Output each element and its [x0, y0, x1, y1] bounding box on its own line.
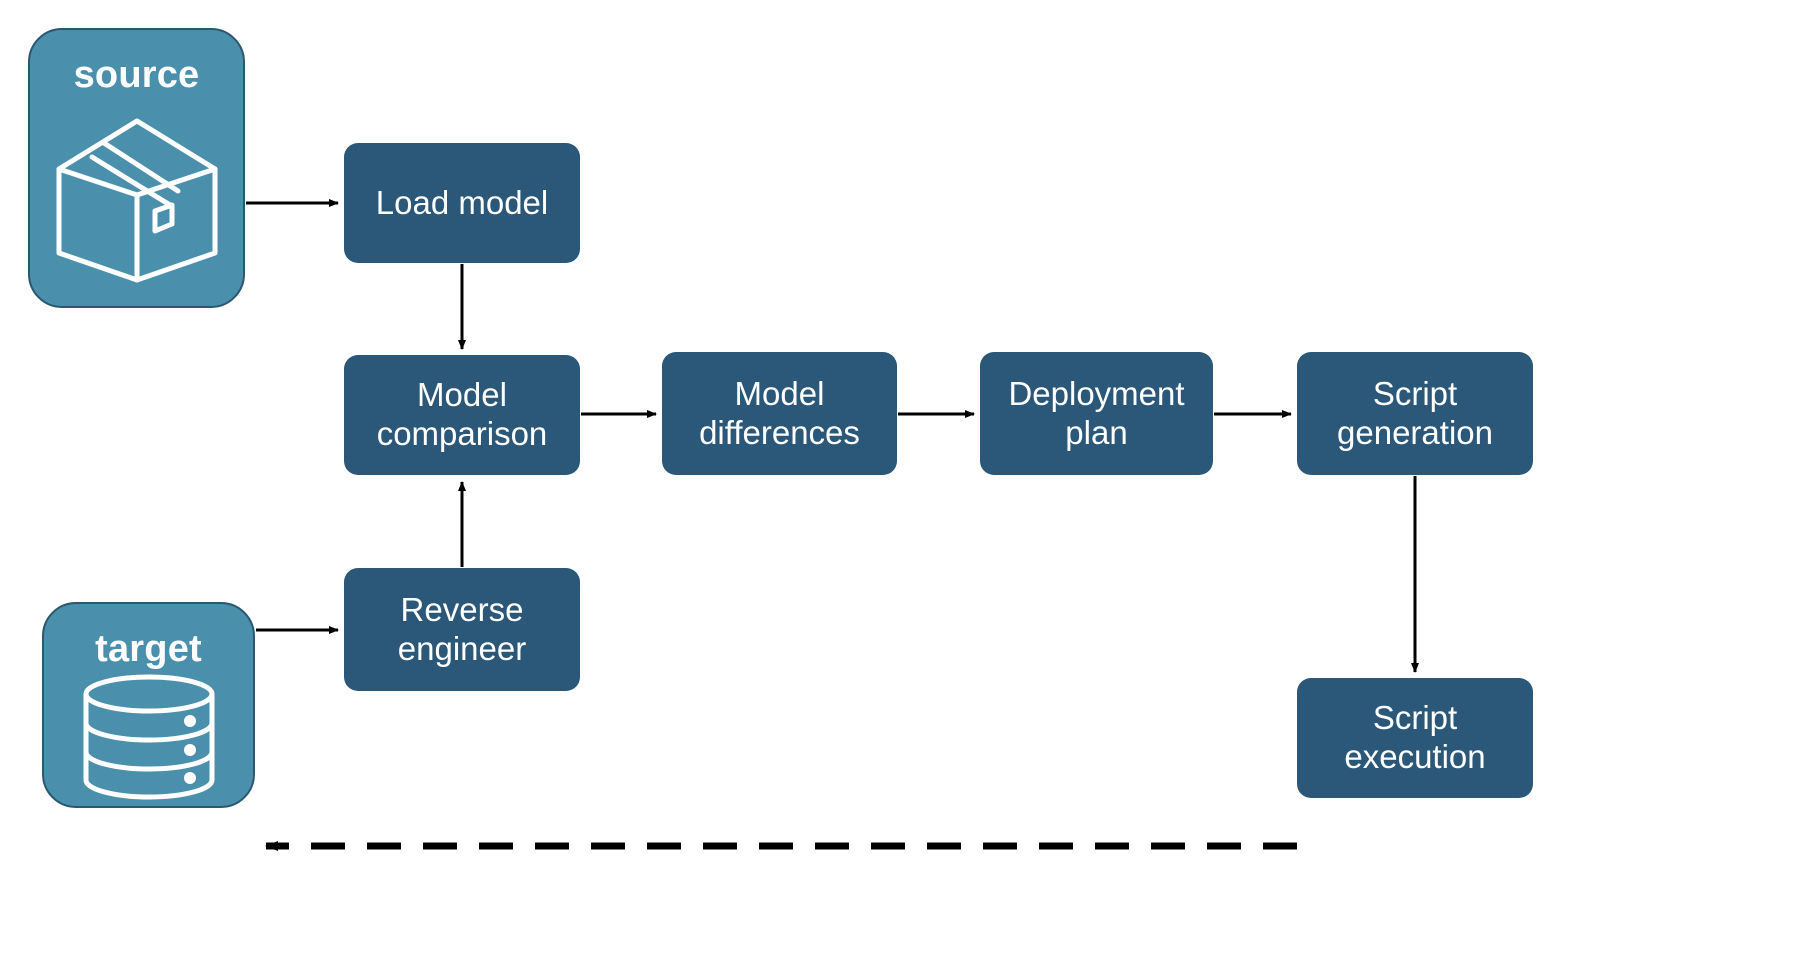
process-node-reverse-engineer[interactable]: Reverse engineer [344, 568, 580, 691]
process-node-model-comparison[interactable]: Model comparison [344, 355, 580, 475]
process-node-label: Script generation [1337, 374, 1493, 451]
process-node-script-execution[interactable]: Script execution [1297, 678, 1533, 798]
endpoint-card-source[interactable]: source [28, 28, 245, 308]
package-box-icon [30, 94, 243, 306]
process-node-deployment-plan[interactable]: Deployment plan [980, 352, 1213, 475]
process-node-label: Script execution [1344, 699, 1486, 775]
process-node-load-model[interactable]: Load model [344, 143, 580, 263]
database-cylinder-icon [44, 668, 253, 806]
endpoint-title-target: target [95, 628, 202, 670]
process-node-script-generation[interactable]: Script generation [1297, 352, 1533, 475]
process-node-label: Deployment plan [1008, 374, 1185, 451]
process-node-label: Reverse engineer [397, 590, 527, 667]
process-node-label: Load model [375, 183, 549, 221]
process-node-label: Model comparison [376, 376, 548, 452]
endpoint-title-source: source [73, 54, 200, 96]
process-node-model-differences[interactable]: Model differences [662, 352, 897, 475]
endpoint-card-target[interactable]: target [42, 602, 255, 808]
process-node-label: Model differences [699, 374, 860, 451]
